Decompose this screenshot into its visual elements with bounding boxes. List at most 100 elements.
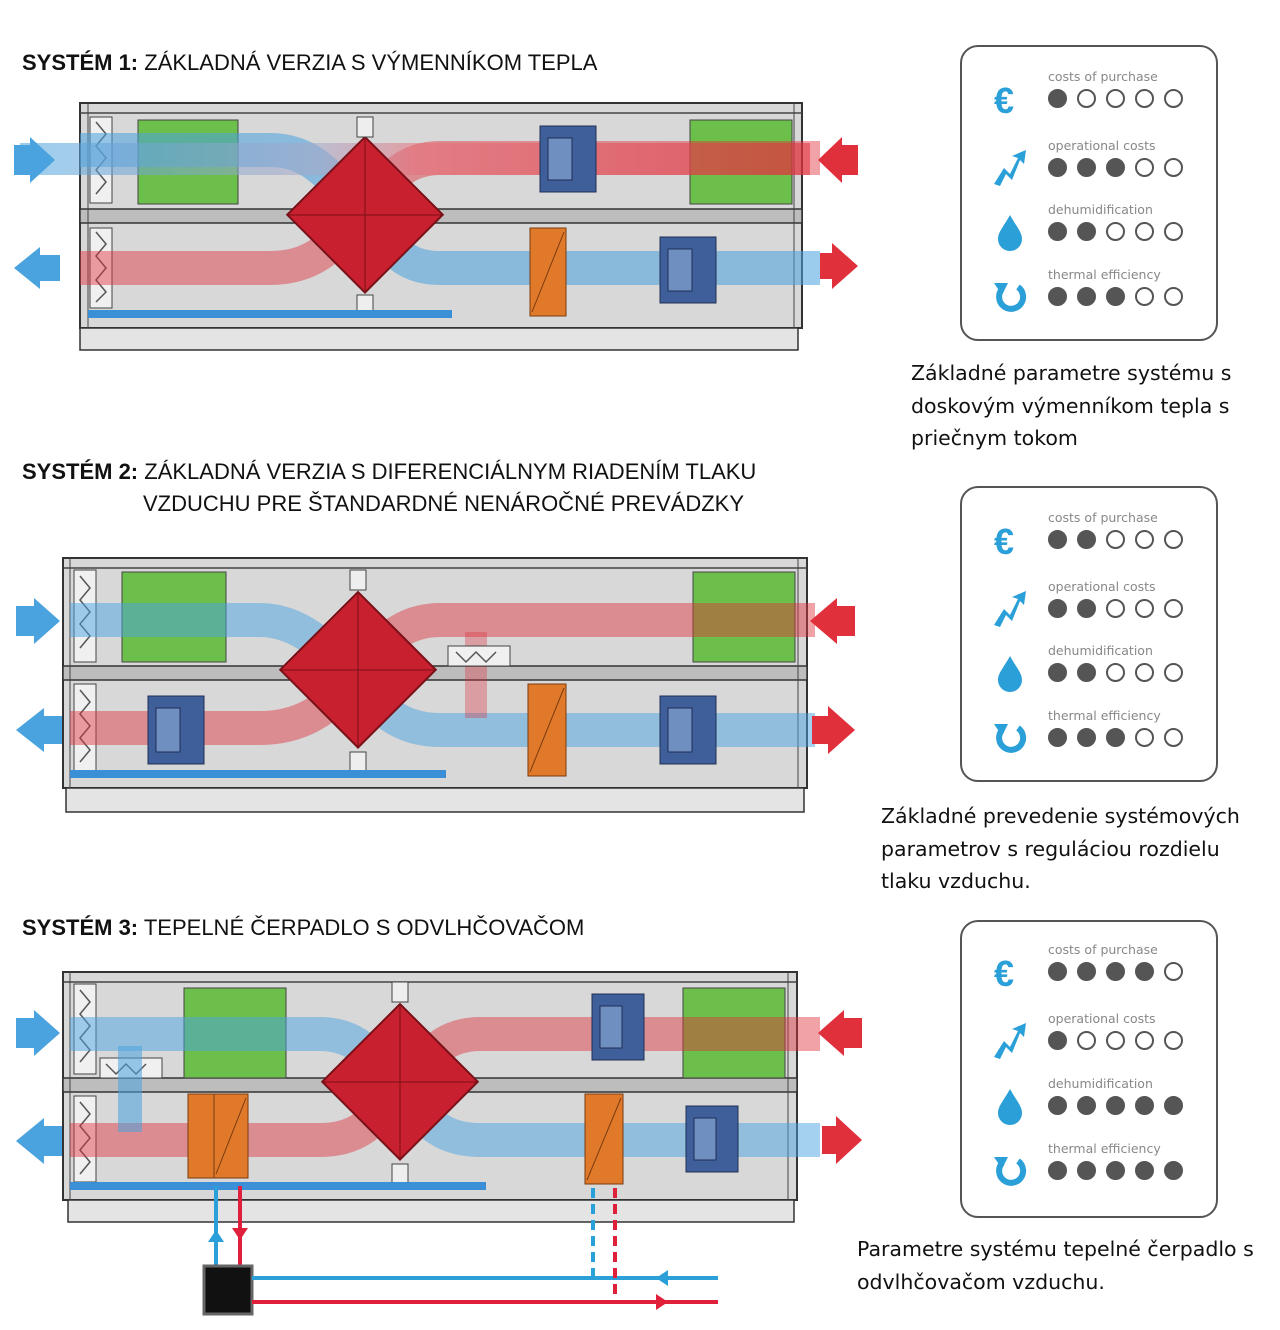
rating-dot-empty: [1164, 530, 1183, 549]
rating-dot-filled: [1048, 599, 1067, 618]
refrigerant-lines: [202, 1186, 718, 1316]
rating-dot-empty: [1135, 599, 1154, 618]
rating-dot-filled: [1077, 530, 1096, 549]
system-1-title: SYSTÉM 1: ZÁKLADNÁ VERZIA S VÝMENNÍKOM T…: [22, 47, 597, 79]
euro-icon: €: [990, 79, 1030, 121]
compressor: [202, 1264, 254, 1316]
rating-row: dehumidification: [962, 643, 1216, 703]
drain-pan: [70, 1182, 486, 1190]
system-3-title-bold: SYSTÉM 3:: [22, 915, 139, 940]
rating-dot-empty: [1077, 1031, 1096, 1050]
rating-dots: [1048, 530, 1193, 549]
rating-row: operational costs: [962, 579, 1216, 639]
system-3-title: SYSTÉM 3: TEPELNÉ ČERPADLO S ODVLHČOVAČO…: [22, 912, 584, 944]
rating-dots: [1048, 599, 1193, 618]
rating-dot-empty: [1106, 663, 1125, 682]
rating-label: dehumidification: [1048, 202, 1153, 217]
rating-dot-filled: [1106, 287, 1125, 306]
rating-dots: [1048, 1031, 1193, 1050]
recycle-arrow-icon: [990, 277, 1030, 317]
rating-dot-empty: [1077, 89, 1096, 108]
rating-dots: [1048, 89, 1193, 108]
rating-dot-empty: [1135, 663, 1154, 682]
fan: [147, 695, 717, 765]
rating-dot-filled: [1106, 158, 1125, 177]
rating-dot-empty: [1106, 1031, 1125, 1050]
rating-dot-empty: [1135, 530, 1154, 549]
system-2-title: SYSTÉM 2: ZÁKLADNÁ VERZIA S DIFERENCIÁLN…: [22, 456, 756, 520]
rating-row: thermal efficiency: [962, 1141, 1216, 1201]
rating-dot-filled: [1077, 1096, 1096, 1115]
svg-text:€: €: [994, 80, 1014, 119]
system-1-title-bold: SYSTÉM 1:: [22, 50, 139, 75]
rating-dot-filled: [1048, 728, 1067, 747]
heat-exchanger: [278, 569, 438, 773]
rating-dots: [1048, 287, 1193, 306]
rating-dot-empty: [1164, 287, 1183, 306]
system-1-caption: Základné parametre systému s doskovým vý…: [911, 361, 1232, 450]
rating-dot-empty: [1164, 962, 1183, 981]
rating-label: dehumidification: [1048, 1076, 1153, 1091]
rating-dots: [1048, 962, 1193, 981]
rating-row: dehumidification: [962, 202, 1216, 262]
drain-pan: [88, 310, 452, 318]
system-2-title-text: ZÁKLADNÁ VERZIA S DIFERENCIÁLNYM RIADENÍ…: [144, 459, 757, 484]
rating-dot-filled: [1077, 287, 1096, 306]
heat-exchanger: [285, 116, 445, 316]
rating-dot-filled: [1077, 728, 1096, 747]
system-2-caption: Základné prevedenie systémových parametr…: [881, 804, 1240, 893]
heater: [529, 227, 567, 317]
water-drop-icon: [990, 212, 1030, 252]
rating-dot-empty: [1164, 89, 1183, 108]
rating-dot-filled: [1048, 530, 1067, 549]
system-3-title-text: TEPELNÉ ČERPADLO S ODVLHČOVAČOM: [143, 915, 585, 940]
recycle-arrow-icon: [990, 718, 1030, 758]
rating-dots: [1048, 158, 1193, 177]
system-2-diagram: [16, 557, 855, 813]
rating-dots: [1048, 663, 1193, 682]
rating-dot-empty: [1135, 222, 1154, 241]
rating-dots: [1048, 1096, 1193, 1115]
rating-dot-empty: [1135, 89, 1154, 108]
rating-dot-empty: [1106, 530, 1125, 549]
rating-dot-filled: [1048, 89, 1067, 108]
rating-label: costs of purchase: [1048, 510, 1158, 525]
filter: [682, 987, 786, 1079]
rating-dot-empty: [1164, 1031, 1183, 1050]
system-3-rating-card: € costs of purchase operational costs de…: [960, 920, 1218, 1218]
air-arrows: [14, 137, 858, 289]
rating-dot-empty: [1106, 222, 1125, 241]
rating-dot-empty: [1164, 158, 1183, 177]
system-1-diagram: [14, 102, 858, 351]
pressure-damper: [447, 645, 511, 667]
rating-dot-empty: [1106, 89, 1125, 108]
rating-dot-filled: [1077, 1161, 1096, 1180]
rating-row: € costs of purchase: [962, 942, 1216, 1002]
drain-pan: [70, 770, 446, 778]
rating-label: operational costs: [1048, 579, 1156, 594]
rating-dot-filled: [1048, 1096, 1067, 1115]
system-2-title-cont: VZDUCHU PRE ŠTANDARDNÉ NENÁROČNÉ PREVÁDZ…: [143, 491, 745, 516]
rating-dot-filled: [1106, 1096, 1125, 1115]
fan: [591, 993, 739, 1173]
rating-label: operational costs: [1048, 1011, 1156, 1026]
system-2-title-bold: SYSTÉM 2:: [22, 459, 139, 484]
water-drop-icon: [990, 653, 1030, 693]
rating-row: thermal efficiency: [962, 267, 1216, 327]
rating-dot-filled: [1135, 1161, 1154, 1180]
rating-label: operational costs: [1048, 138, 1156, 153]
rating-dot-empty: [1135, 728, 1154, 747]
rating-row: operational costs: [962, 1011, 1216, 1071]
rating-dot-empty: [1135, 158, 1154, 177]
rating-dot-filled: [1135, 1096, 1154, 1115]
rating-dot-filled: [1106, 1161, 1125, 1180]
system-1-rating-card: € costs of purchase operational costs de…: [960, 45, 1218, 341]
rating-dot-filled: [1077, 962, 1096, 981]
rating-dot-filled: [1048, 663, 1067, 682]
bypass-duct: [465, 632, 487, 718]
rating-dot-filled: [1077, 599, 1096, 618]
rating-dot-filled: [1048, 962, 1067, 981]
rating-dot-empty: [1164, 222, 1183, 241]
trend-arrow-icon: [990, 148, 1030, 188]
rating-dot-filled: [1164, 1096, 1183, 1115]
